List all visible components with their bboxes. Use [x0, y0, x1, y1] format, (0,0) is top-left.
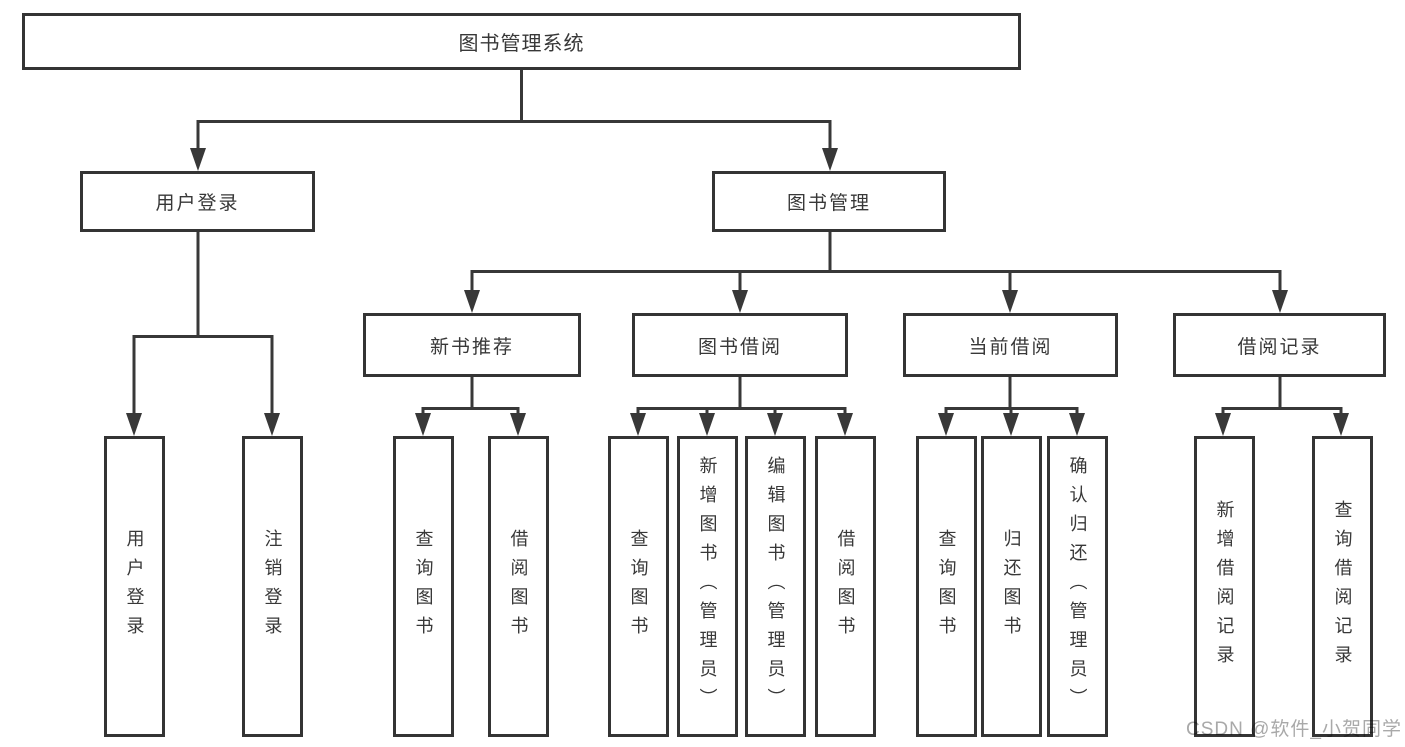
leaf-label: 用户登录 — [124, 528, 145, 645]
node-new-book-recommend: 新书推荐 — [363, 313, 581, 377]
arrow-icon — [837, 413, 853, 436]
node-current-borrowing: 当前借阅 — [903, 313, 1118, 377]
leaf-user-login: 用户登录 — [104, 436, 165, 737]
leaf-label: 借阅图书 — [835, 528, 856, 645]
leaf-return-book: 归还图书 — [981, 436, 1042, 737]
node-root: 图书管理系统 — [22, 13, 1021, 70]
connector-user-login-to-leaves — [132, 231, 274, 417]
connector-new-book-to-leaves — [421, 376, 520, 417]
arrow-icon — [190, 148, 206, 171]
leaf-label: 查询图书 — [628, 528, 649, 645]
connector-borrowing-records-to-leaves — [1221, 376, 1343, 417]
connector-book-management-to-level3 — [470, 231, 1282, 294]
arrow-icon — [1003, 413, 1019, 436]
arrow-icon — [822, 148, 838, 171]
leaf-query-books-recommend: 查询图书 — [393, 436, 454, 737]
node-book-borrowing: 图书借阅 — [632, 313, 848, 377]
arrow-icon — [1272, 290, 1288, 313]
arrow-icon — [1215, 413, 1231, 436]
leaf-query-books-current: 查询图书 — [916, 436, 977, 737]
arrow-icon — [1002, 290, 1018, 313]
leaf-label: 注销登录 — [262, 528, 283, 645]
node-book-management: 图书管理 — [712, 171, 946, 232]
leaf-borrow-books-recommend: 借阅图书 — [488, 436, 549, 737]
arrow-icon — [510, 413, 526, 436]
connector-current-borrowing-to-leaves — [944, 376, 1079, 417]
leaf-query-borrow-record: 查询借阅记录 — [1312, 436, 1373, 737]
node-user-login: 用户登录 — [80, 171, 315, 232]
leaf-label: 新增借阅记录 — [1214, 499, 1235, 674]
leaf-add-borrow-record: 新增借阅记录 — [1194, 436, 1255, 737]
leaf-edit-book-admin: 编辑图书（管理员） — [745, 436, 806, 737]
leaf-label: 归还图书 — [1001, 528, 1022, 645]
leaf-borrow-books-borrowing: 借阅图书 — [815, 436, 876, 737]
arrow-icon — [699, 413, 715, 436]
arrow-icon — [464, 290, 480, 313]
leaf-label: 新增图书（管理员） — [697, 456, 718, 717]
arrow-icon — [1069, 413, 1085, 436]
arrow-icon — [732, 290, 748, 313]
connector-root-to-level2 — [196, 69, 832, 152]
leaf-label: 编辑图书（管理员） — [765, 456, 786, 717]
arrow-icon — [264, 413, 280, 436]
leaf-label: 确认归还（管理员） — [1067, 456, 1088, 717]
arrow-icon — [126, 413, 142, 436]
leaf-confirm-return-admin: 确认归还（管理员） — [1047, 436, 1108, 737]
leaf-add-book-admin: 新增图书（管理员） — [677, 436, 738, 737]
leaf-logout: 注销登录 — [242, 436, 303, 737]
arrow-icon — [1333, 413, 1349, 436]
arrow-icon — [415, 413, 431, 436]
leaf-query-books-borrowing: 查询图书 — [608, 436, 669, 737]
leaf-label: 借阅图书 — [508, 528, 529, 645]
node-borrowing-records: 借阅记录 — [1173, 313, 1386, 377]
leaf-label: 查询图书 — [936, 528, 957, 645]
leaf-label: 查询图书 — [413, 528, 434, 645]
watermark: CSDN @软件_小贺同学 — [1186, 719, 1402, 740]
leaf-label: 查询借阅记录 — [1332, 499, 1353, 674]
arrow-icon — [767, 413, 783, 436]
arrow-icon — [630, 413, 646, 436]
arrow-icon — [938, 413, 954, 436]
connector-book-borrowing-to-leaves — [636, 376, 847, 417]
